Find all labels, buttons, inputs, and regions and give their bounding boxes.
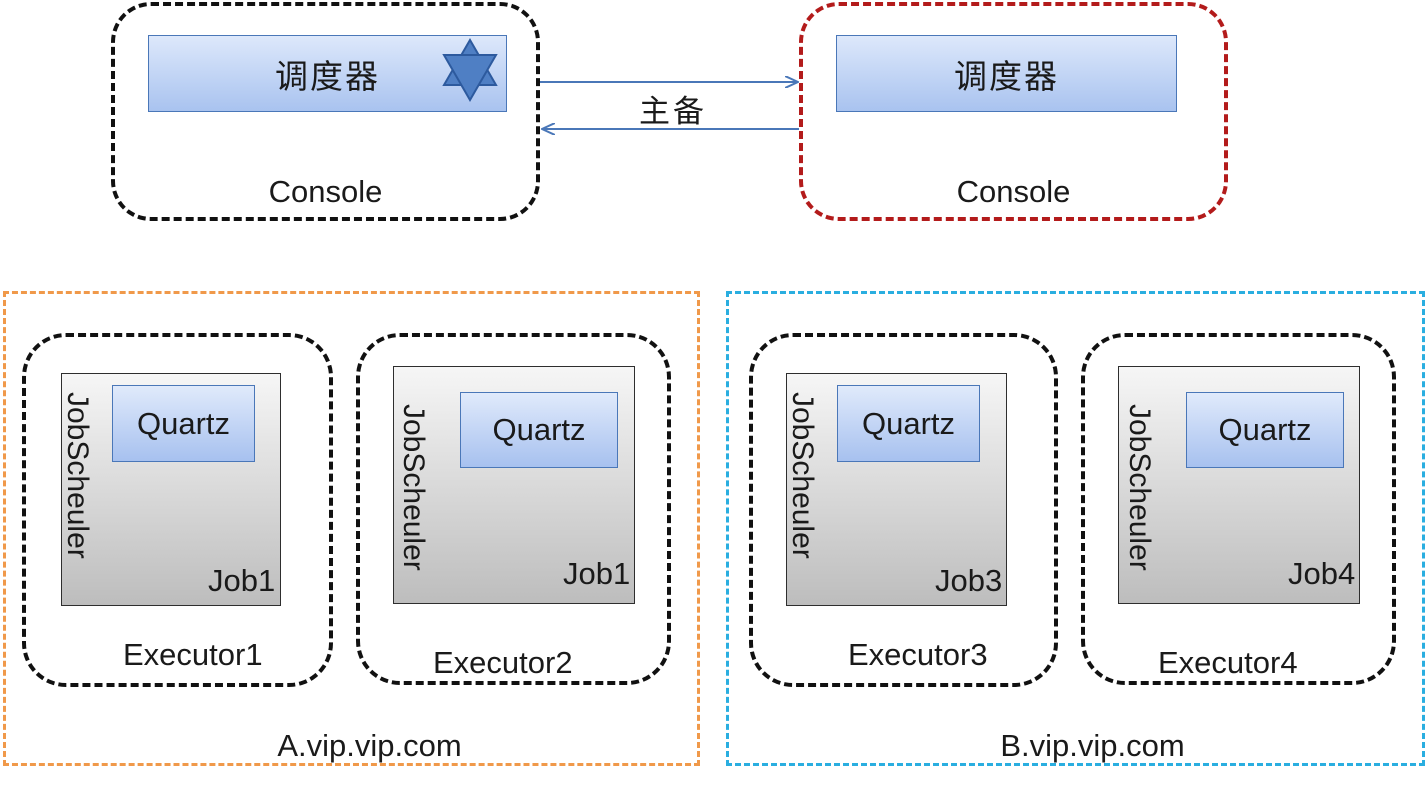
- executor-label: Executor2: [433, 645, 573, 680]
- job-scheduler-label: JobScheuler: [786, 392, 819, 559]
- star-of-david-icon: [442, 38, 498, 102]
- executor-container: [356, 333, 671, 685]
- executor-container: [22, 333, 333, 687]
- job-label: Job1: [208, 563, 276, 598]
- job-label: Job3: [935, 563, 1003, 598]
- console-label: Console: [268, 174, 383, 209]
- quartz-label: Quartz: [861, 405, 956, 441]
- quartz-label: Quartz: [1218, 412, 1312, 447]
- domain-label: B.vip.vip.com: [1000, 728, 1185, 763]
- job-scheduler-label: JobScheuler: [61, 392, 94, 559]
- executor-label: Executor4: [1158, 645, 1298, 680]
- domain-label: A.vip.vip.com: [277, 728, 462, 763]
- quartz-box: Quartz: [460, 392, 618, 468]
- quartz-box: Quartz: [112, 385, 255, 462]
- failover-link-label: 主备: [639, 94, 707, 130]
- quartz-label: Quartz: [136, 405, 231, 441]
- quartz-box: Quartz: [837, 385, 980, 462]
- domain-group-b: [726, 291, 1425, 766]
- executor-label: Executor3: [848, 637, 988, 672]
- executor-container: [1081, 333, 1396, 685]
- scheduler-label: 调度器: [954, 56, 1059, 96]
- job-scheduler-label: JobScheuler: [397, 404, 430, 571]
- job-label: Job4: [1288, 556, 1356, 591]
- console-label: Console: [956, 174, 1071, 209]
- quartz-label: Quartz: [492, 412, 586, 447]
- console-active: [111, 2, 540, 221]
- quartz-box: Quartz: [1186, 392, 1344, 468]
- executor-label: Executor1: [123, 637, 263, 672]
- console-standby: [799, 2, 1228, 221]
- scheduler-box-active: 调度器: [148, 35, 507, 112]
- job-label: Job1: [563, 556, 631, 591]
- executor-container: [749, 333, 1058, 687]
- job-scheduler-label: JobScheuler: [1123, 404, 1156, 571]
- domain-group-a: [3, 291, 700, 766]
- scheduler-box-standby: 调度器: [836, 35, 1177, 112]
- scheduler-label: 调度器: [275, 56, 380, 96]
